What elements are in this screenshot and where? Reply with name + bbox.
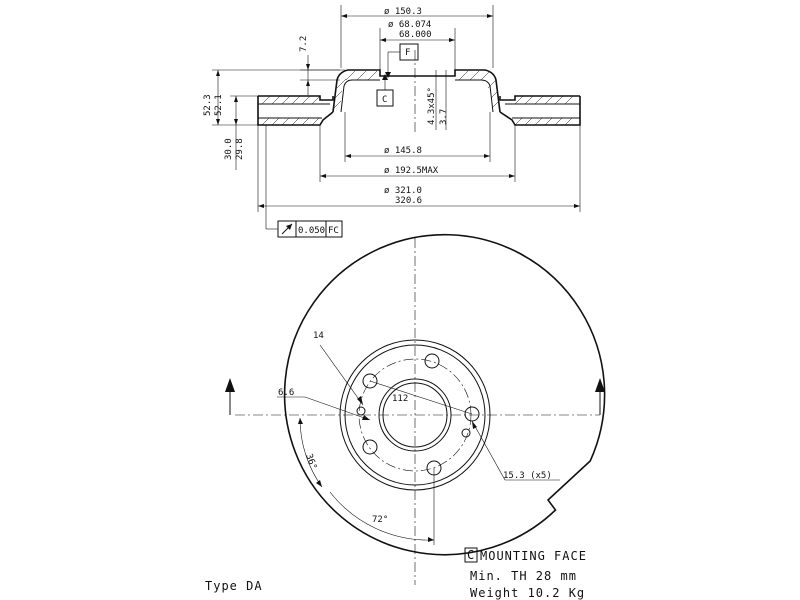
pin-hole <box>461 428 471 438</box>
dim-chamfer-depth: 3.7 <box>439 109 449 125</box>
mounting-face-letter: C <box>467 548 475 562</box>
dim-pin-hole: 6.6 <box>278 388 294 398</box>
center-bore-outer <box>378 378 452 452</box>
dim-hole-15: 15.3 (x5) <box>503 471 552 481</box>
min-thickness-note: Min. TH 28 mm <box>470 569 577 583</box>
dim-center-min: 68.000 <box>399 30 432 40</box>
mounting-face-label: MOUNTING FACE <box>480 549 587 563</box>
pin-hole <box>356 406 366 416</box>
type-label: Type DA <box>205 579 263 593</box>
section-arrow-right <box>595 378 605 415</box>
dim-bolt-circle: 112 <box>392 394 408 404</box>
bolt-hole <box>424 353 440 369</box>
dim-angle-72: 72° <box>372 515 388 525</box>
dim-bolt-hole: 14 <box>313 331 324 341</box>
bolt-hole <box>362 373 378 389</box>
datum-c-box <box>376 89 394 107</box>
section-view: ø 150.3 ø 68.074 68.000 F C 7.2 52.3 <box>203 5 581 238</box>
notes: C MOUNTING FACE Min. TH 28 mm Weight 10.… <box>205 547 587 600</box>
dim-angle-36: 36° <box>303 453 318 472</box>
dim-disc-max: ø 321.0 <box>384 186 422 196</box>
datum-c-label: C <box>382 95 387 105</box>
dim-disc-min: 320.6 <box>395 196 422 206</box>
runout-frame <box>277 220 343 238</box>
dim-chamfer: 4.3x45° <box>427 87 437 125</box>
weight-note: Weight 10.2 Kg <box>470 586 585 600</box>
hub-outer-circle <box>339 339 491 491</box>
section-arrow-left <box>225 378 235 415</box>
datum-f-label: F <box>405 48 410 58</box>
dim-center-max: ø 68.074 <box>388 20 431 30</box>
disc-section-right <box>499 95 581 126</box>
dim-height-max: 52.3 <box>203 94 213 116</box>
dim-thickness-min: 29.8 <box>235 138 245 160</box>
runout-arrow-icon <box>281 223 293 235</box>
center-bore-inner <box>382 382 448 448</box>
mounting-face-box <box>464 547 478 563</box>
dim-offset-top: 7.2 <box>299 36 309 52</box>
runout-ref: FC <box>328 226 339 236</box>
front-view: 112 14 6.6 36° 72° 15.3 (x5) <box>225 233 606 585</box>
dim-hub-inner: ø 145.8 <box>384 146 422 156</box>
dim-thickness-max: 30.0 <box>224 138 234 160</box>
bolt-holes <box>362 353 480 476</box>
datum-f-box <box>399 43 419 61</box>
bolt-hole <box>362 439 378 455</box>
hatching-left <box>261 95 321 126</box>
hatching-hat <box>333 70 500 109</box>
runout-value: 0.050 <box>298 226 325 236</box>
dim-outer-hub: ø 150.3 <box>384 7 422 17</box>
hat-section <box>332 69 501 113</box>
hub-mid-circle <box>344 344 486 486</box>
disc-outer-outline <box>283 233 606 556</box>
dim-vent-max: ø 192.5MAX <box>384 166 439 176</box>
hatching-right <box>514 95 574 126</box>
dim-height-min: 52.1 <box>214 94 224 116</box>
